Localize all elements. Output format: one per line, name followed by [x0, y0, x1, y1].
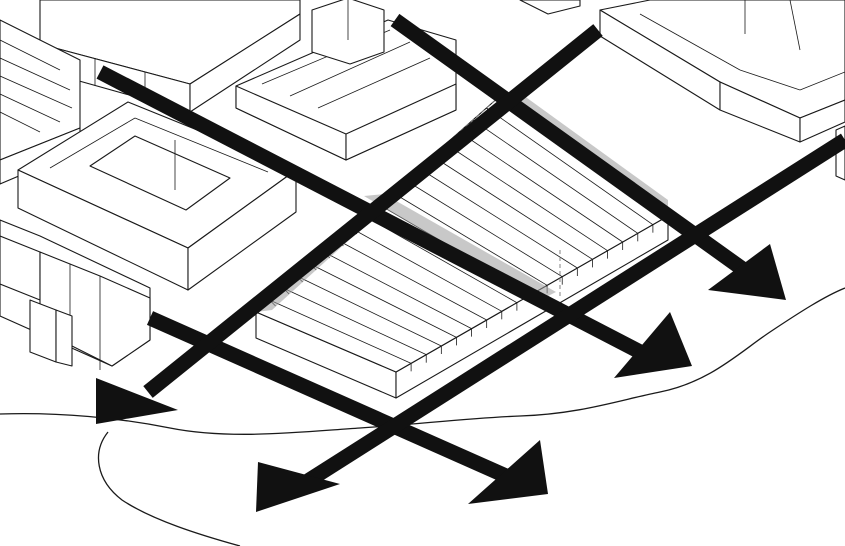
block-top-center: [520, 0, 580, 14]
block-north-east: [600, 0, 845, 142]
coast-path: [99, 432, 240, 546]
